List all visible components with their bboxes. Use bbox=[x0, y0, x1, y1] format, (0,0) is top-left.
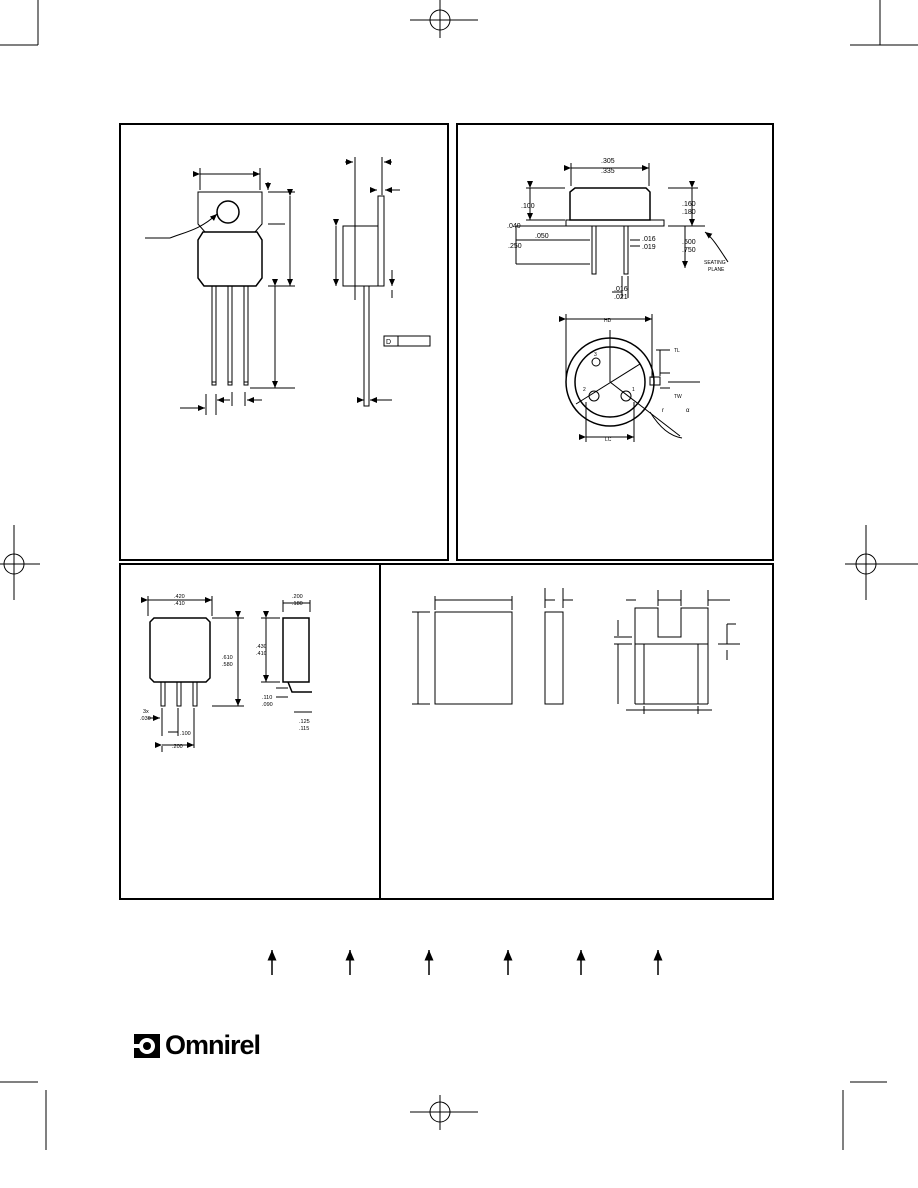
smd-bend-max: .110 bbox=[262, 695, 272, 701]
to39-lead-len2-max: .500 bbox=[682, 239, 696, 246]
smd-depth-min: .180 bbox=[292, 601, 303, 607]
brand-name: Omnirel bbox=[165, 1030, 261, 1060]
to39-lead-gap: .050 bbox=[535, 233, 549, 240]
smd-body-max: .430 bbox=[256, 644, 267, 650]
to257-note-d: D bbox=[386, 339, 391, 346]
to39-lead-len2-min: .750 bbox=[682, 247, 696, 254]
to39-lead-dia2-max: .016 bbox=[614, 286, 628, 293]
to39-plane-label: PLANE bbox=[708, 267, 725, 273]
to39-lead-length: .250 bbox=[508, 243, 522, 250]
to39-alpha-label: α bbox=[686, 408, 690, 414]
to39-tw-label: TW bbox=[674, 394, 682, 400]
smd-height-max: .610 bbox=[222, 655, 233, 661]
smd-foot-max: .125 bbox=[299, 719, 310, 725]
omnirel-logo-mark bbox=[134, 1034, 160, 1058]
smd-height-min: .580 bbox=[222, 662, 233, 668]
to39-drawing bbox=[515, 163, 729, 442]
smd-bend-min: .090 bbox=[262, 702, 273, 708]
to257-drawing bbox=[145, 157, 431, 415]
to39-width-min: .335 bbox=[601, 168, 615, 175]
to39-pin3: 3 bbox=[594, 352, 597, 358]
smd-lead-count: 3x bbox=[143, 709, 149, 715]
to39-tl-label: TL bbox=[674, 348, 680, 354]
smd-depth-max: .200 bbox=[292, 594, 303, 600]
to39-lc-label: LC bbox=[605, 437, 612, 443]
smd-body-min: .410 bbox=[256, 651, 267, 657]
to39-height-min: .180 bbox=[682, 209, 696, 216]
to39-pin1: 1 bbox=[632, 387, 635, 393]
to39-seating-label: SEATING bbox=[704, 260, 726, 266]
smd-labels: .420 .410 .200 .180 .610 .580 .430 .410 … bbox=[140, 594, 310, 750]
smd-width-max: .420 bbox=[174, 594, 185, 600]
page-arrows bbox=[267, 950, 663, 975]
panel-frames bbox=[119, 123, 774, 900]
smd-drawing bbox=[141, 596, 312, 752]
smd-foot-min: .115 bbox=[299, 726, 309, 732]
to39-lead-dia-min: .019 bbox=[642, 244, 656, 251]
smd-span: .200 bbox=[172, 744, 183, 750]
footprint-drawing bbox=[412, 588, 740, 714]
smd-width-min: .410 bbox=[174, 601, 185, 607]
smd-lead-width: .030 bbox=[140, 716, 151, 722]
to39-labels: .305 .335 .100 .040 .050 .250 .160 .180 … bbox=[507, 158, 726, 443]
to39-width-max: .305 bbox=[601, 158, 615, 165]
to39-hd-label: HD bbox=[604, 318, 612, 324]
smd-pitch: .100 bbox=[180, 731, 191, 737]
to39-lead-dia2-min: .021 bbox=[614, 294, 628, 301]
to39-r-label: r bbox=[662, 408, 664, 414]
to39-lead-dia-max: .016 bbox=[642, 236, 656, 243]
to39-height-max: .160 bbox=[682, 201, 696, 208]
to39-cap-height: .100 bbox=[521, 203, 535, 210]
to39-flange: .040 bbox=[507, 223, 521, 230]
to39-pin2: 2 bbox=[583, 387, 586, 393]
crop-marks bbox=[0, 0, 918, 1150]
